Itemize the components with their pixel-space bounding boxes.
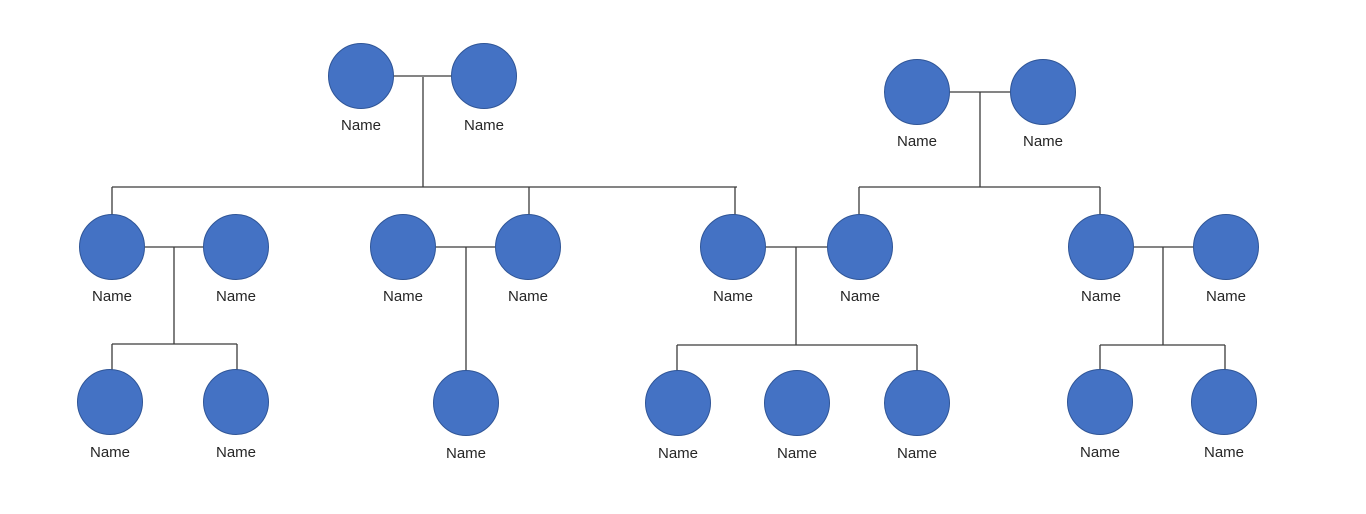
- person-node[interactable]: [79, 214, 145, 280]
- person-node[interactable]: [433, 370, 499, 436]
- person-name-label[interactable]: Name: [1022, 133, 1063, 150]
- person-node[interactable]: [1068, 214, 1134, 280]
- person-node[interactable]: [645, 370, 711, 436]
- person-node[interactable]: [700, 214, 766, 280]
- person-name-label[interactable]: Name: [340, 117, 381, 134]
- person-node[interactable]: [884, 59, 950, 125]
- person-name-label[interactable]: Name: [776, 445, 817, 462]
- person-node[interactable]: [1191, 369, 1257, 435]
- connector-gen2-couple-c: [676, 246, 918, 371]
- person-name-label[interactable]: Name: [1079, 444, 1120, 461]
- person-name-label[interactable]: Name: [382, 288, 423, 305]
- person-name-label[interactable]: Name: [1203, 444, 1244, 461]
- person-node[interactable]: [203, 214, 269, 280]
- connector-gen1-right-family: [858, 91, 1101, 215]
- person-node[interactable]: [884, 370, 950, 436]
- person-node[interactable]: [495, 214, 561, 280]
- person-name-label[interactable]: Name: [657, 445, 698, 462]
- person-node[interactable]: [77, 369, 143, 435]
- person-node[interactable]: [328, 43, 394, 109]
- person-name-label[interactable]: Name: [215, 288, 256, 305]
- person-node[interactable]: [1010, 59, 1076, 125]
- person-name-label[interactable]: Name: [445, 445, 486, 462]
- person-node[interactable]: [451, 43, 517, 109]
- person-name-label[interactable]: Name: [1205, 288, 1246, 305]
- person-node[interactable]: [827, 214, 893, 280]
- person-name-label[interactable]: Name: [91, 288, 132, 305]
- person-node[interactable]: [1193, 214, 1259, 280]
- person-node[interactable]: [203, 369, 269, 435]
- connector-gen2-couple-b: [436, 246, 495, 371]
- connector-gen2-couple-a: [111, 246, 238, 370]
- person-name-label[interactable]: Name: [1080, 288, 1121, 305]
- person-name-label[interactable]: Name: [896, 445, 937, 462]
- person-name-label[interactable]: Name: [896, 133, 937, 150]
- connector-gen1-left-family: [111, 75, 737, 216]
- person-node[interactable]: [764, 370, 830, 436]
- connector-gen2-couple-d: [1099, 246, 1226, 370]
- person-name-label[interactable]: Name: [463, 117, 504, 134]
- person-name-label[interactable]: Name: [215, 444, 256, 461]
- person-node[interactable]: [1067, 369, 1133, 435]
- person-name-label[interactable]: Name: [507, 288, 548, 305]
- person-node[interactable]: [370, 214, 436, 280]
- person-name-label[interactable]: Name: [712, 288, 753, 305]
- person-name-label[interactable]: Name: [89, 444, 130, 461]
- person-name-label[interactable]: Name: [839, 288, 880, 305]
